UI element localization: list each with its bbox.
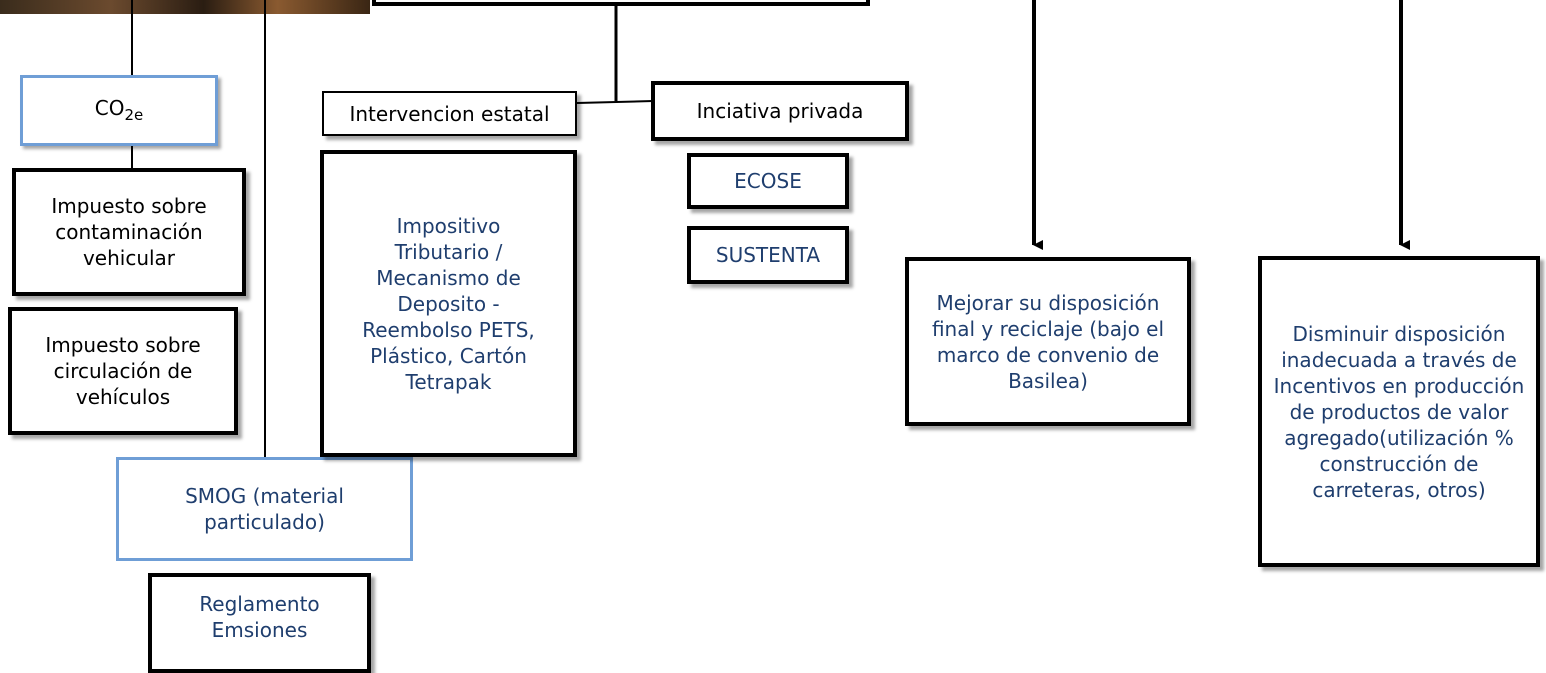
disminuir-label: Disminuir disposición inadecuada a travé…: [1273, 321, 1525, 502]
impuesto-contaminacion-box: Impuesto sobre contaminación vehicular: [12, 168, 246, 296]
impuesto-circulacion-box: Impuesto sobre circulación de vehículos: [8, 307, 238, 435]
mejorar-label: Mejorar su disposición final y reciclaje…: [931, 290, 1165, 393]
iniciativa-privada-box: Inciativa privada: [651, 81, 909, 141]
intervencion-estatal-label: Intervencion estatal: [349, 101, 550, 126]
sustenta-box: SUSTENTA: [687, 226, 849, 284]
co2e-label: CO2e: [94, 96, 144, 125]
reglamento-box: Reglamento Emsiones: [148, 573, 371, 673]
header-photo: [0, 0, 370, 14]
mejorar-box: Mejorar su disposición final y reciclaje…: [905, 257, 1191, 426]
impositivo-box: Impositivo Tributario / Mecanismo de Dep…: [320, 150, 577, 457]
ecose-label: ECOSE: [734, 169, 802, 193]
sustenta-label: SUSTENTA: [715, 243, 821, 267]
ecose-box: ECOSE: [687, 153, 849, 209]
smog-box: SMOG (material particulado): [116, 457, 413, 561]
co2e-box: CO2e: [20, 75, 218, 146]
reglamento-label: Reglamento Emsiones: [199, 592, 320, 642]
intervencion-estatal-box: Intervencion estatal: [322, 91, 577, 136]
impuesto-contaminacion-label: Impuesto sobre contaminación vehicular: [51, 194, 207, 270]
disminuir-box: Disminuir disposición inadecuada a travé…: [1258, 256, 1540, 567]
impuesto-circulacion-label: Impuesto sobre circulación de vehículos: [45, 333, 201, 409]
impositivo-label: Impositivo Tributario / Mecanismo de Dep…: [362, 213, 535, 394]
smog-label: SMOG (material particulado): [185, 484, 344, 534]
iniciativa-privada-label: Inciativa privada: [696, 99, 864, 123]
line-horizontal-center: [576, 100, 654, 104]
